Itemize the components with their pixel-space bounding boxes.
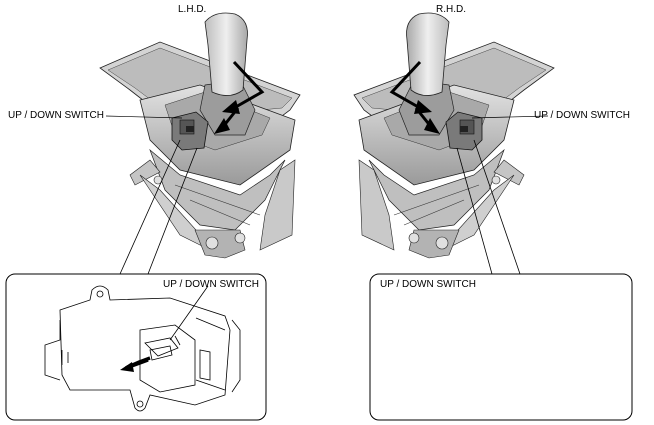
left-shift-knob <box>204 12 248 96</box>
left-lower-frame <box>149 148 286 231</box>
left-inset-label: UP / DOWN SWITCH <box>163 279 259 290</box>
right-panel-title: R.H.D. <box>436 4 466 15</box>
right-shifter-assembly <box>353 12 555 275</box>
left-updown-switch-block <box>171 111 209 151</box>
right-inset-frame <box>369 273 633 421</box>
left-inset-detail <box>44 285 241 412</box>
right-callout-label: UP / DOWN SWITCH <box>534 110 630 121</box>
right-inset-label: UP / DOWN SWITCH <box>380 279 476 290</box>
left-panel-title: L.H.D. <box>178 4 207 15</box>
left-callout-label: UP / DOWN SWITCH <box>8 110 104 121</box>
left-shifter-assembly <box>99 12 301 275</box>
